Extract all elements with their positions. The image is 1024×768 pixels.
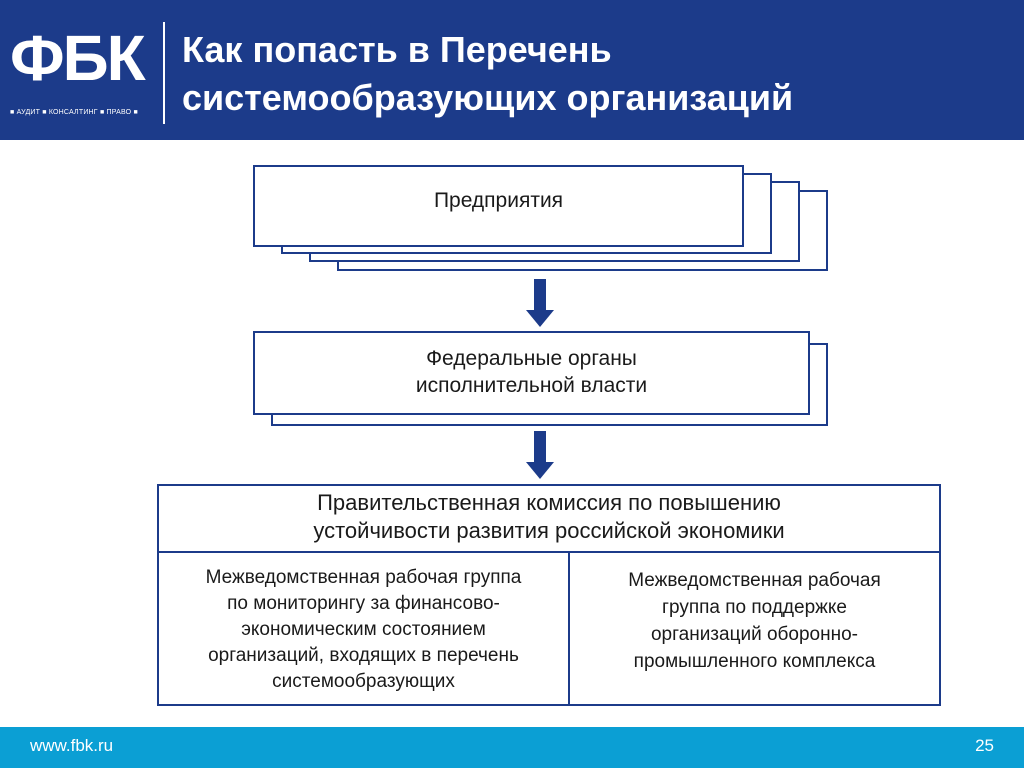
logo-tagline: ■ АУДИТ ■ КОНСАЛТИНГ ■ ПРАВО ■ (10, 109, 138, 116)
wg-left-line-3: экономическим состоянием (241, 619, 486, 640)
footer-url-link[interactable]: www.fbk.ru (30, 736, 114, 755)
page-number: 25 (975, 736, 994, 755)
commission-box: Правительственная комиссия по повышению … (157, 484, 941, 706)
commission-divider-horizontal (159, 551, 939, 553)
commission-divider-vertical (568, 552, 570, 704)
slide-title: Как попасть в Перечень системообразующих… (182, 26, 1002, 122)
wg-left-line-2: по мониторингу за финансово- (227, 593, 500, 614)
footer-bar: www.fbk.ru 25 (0, 727, 1024, 768)
wg-right-line-4: промышленного комплекса (633, 651, 876, 672)
down-arrow-icon (526, 279, 554, 327)
federal-line-2: исполнительной власти (415, 374, 648, 397)
wg-right-line-3: организаций оборонно- (650, 624, 858, 645)
working-group-monitoring: Межведомственная рабочая группа по монит… (159, 565, 568, 695)
wg-right-line-1: Межведомственная рабочая (628, 570, 881, 591)
title-line-2: системообразующих организаций (182, 77, 794, 118)
logo-wordmark: ФБК (10, 22, 146, 94)
federal-line-1: Федеральные органы (426, 347, 637, 370)
federal-bodies-box: Федеральные органы исполнительной власти (253, 331, 810, 415)
wg-left-line-1: Межведомственная рабочая группа (205, 567, 522, 588)
fbk-logo[interactable]: ФБК ■ АУДИТ ■ КОНСАЛТИНГ ■ ПРАВО ■ (10, 26, 160, 126)
wg-left-line-5: системообразующих (272, 671, 455, 692)
commission-line-1: Правительственная комиссия по повышению (317, 490, 781, 515)
title-line-1: Как попасть в Перечень (182, 29, 612, 70)
wg-right-line-2: группа по поддержке (662, 597, 847, 618)
commission-line-2: устойчивости развития российской экономи… (313, 518, 785, 543)
header-divider (163, 22, 165, 124)
down-arrow-icon (526, 431, 554, 479)
federal-bodies-label: Федеральные органы исполнительной власти (255, 345, 808, 399)
enterprises-label: Предприятия (433, 189, 564, 212)
enterprises-box: Предприятия (253, 165, 744, 247)
wg-left-line-4: организаций, входящих в перечень (208, 645, 519, 666)
header-bar: ФБК ■ АУДИТ ■ КОНСАЛТИНГ ■ ПРАВО ■ Как п… (0, 0, 1024, 140)
commission-label: Правительственная комиссия по повышению … (159, 489, 939, 545)
working-group-defense: Межведомственная рабочая группа по подде… (570, 567, 939, 675)
